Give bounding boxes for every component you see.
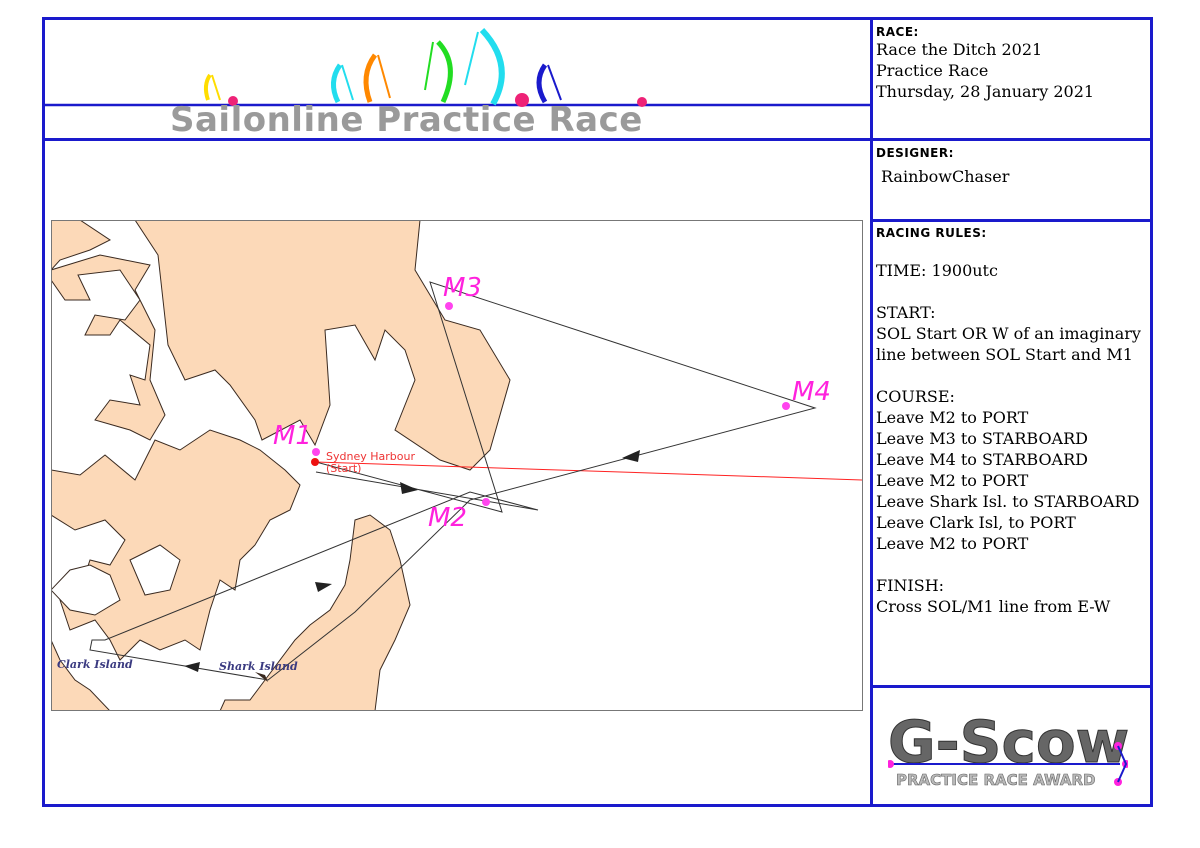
rules-start-heading: START:: [876, 303, 936, 322]
direction-arrow: [400, 482, 418, 494]
race-name: Race the Ditch 2021: [876, 40, 1043, 59]
rules-course-line: Leave M2 to PORT: [876, 534, 1029, 553]
designer-heading: DESIGNER:: [876, 146, 954, 160]
start-line: [315, 461, 862, 481]
shark-island-label: Shark Island: [219, 660, 298, 673]
mark-m1-label: M1: [273, 421, 312, 451]
rules-finish-heading: FINISH:: [876, 576, 945, 595]
land-southwest: [52, 429, 301, 661]
direction-arrow: [315, 582, 332, 592]
rules-course-line: Leave M3 to STARBOARD: [876, 429, 1088, 448]
banner-title: Sailonline Practice Race: [170, 100, 643, 140]
mark-m4-label: M4: [792, 377, 831, 407]
gscow-award-logo: G-Scow PRACTICE RACE AWARD: [886, 700, 1130, 795]
rules-time: TIME: 1900utc: [876, 261, 998, 280]
rules-finish-line: Cross SOL/M1 line from E-W: [876, 597, 1111, 616]
course-map: M1 M2 M3 M4 Sydney Harbour (Start) Clark…: [51, 220, 863, 711]
mark-m2-dot: [482, 498, 490, 506]
course-leg: [89, 281, 817, 681]
land-southeast: [219, 514, 411, 710]
land-north: [135, 221, 511, 471]
clark-island-label: Clark Island: [57, 658, 133, 671]
award-frame: [870, 685, 1153, 807]
race-heading: RACE:: [876, 25, 919, 39]
mark-m3-dot: [445, 302, 453, 310]
shark-island-shape: [255, 672, 268, 682]
rules-course-heading: COURSE:: [876, 387, 955, 406]
land-west: [52, 221, 111, 270]
award-title: G-Scow: [888, 708, 1128, 776]
race-type: Practice Race: [876, 61, 989, 80]
designer-name: RainbowChaser: [881, 167, 1010, 186]
rules-course-line: Leave M2 to PORT: [876, 471, 1029, 490]
award-subtitle: PRACTICE RACE AWARD: [896, 771, 1096, 789]
rules-course-line: Leave M2 to PORT: [876, 408, 1029, 427]
direction-arrow: [622, 450, 640, 462]
start-dot: [311, 458, 319, 466]
start-label: Sydney Harbour: [326, 450, 415, 463]
land-southwest-lower: [52, 641, 110, 710]
mark-m2-label: M2: [428, 503, 467, 533]
rules-start-line: line between SOL Start and M1: [876, 345, 1133, 364]
direction-arrow: [184, 662, 200, 672]
land-west-mid: [52, 254, 166, 441]
mark-m1-dot: [312, 448, 320, 456]
banner-sails-logo: [45, 27, 870, 107]
rules-start-line: SOL Start OR W of an imaginary: [876, 324, 1141, 343]
race-date: Thursday, 28 January 2021: [876, 82, 1095, 101]
rules-course-line: Leave Shark Isl. to STARBOARD: [876, 492, 1140, 511]
rules-course-line: Leave Clark Isl, to PORT: [876, 513, 1076, 532]
start-sublabel: (Start): [326, 462, 361, 475]
rules-course-line: Leave M4 to STARBOARD: [876, 450, 1088, 469]
mark-m4-dot: [782, 402, 790, 410]
rules-heading: RACING RULES:: [876, 226, 987, 240]
mark-m3-label: M3: [443, 273, 482, 303]
